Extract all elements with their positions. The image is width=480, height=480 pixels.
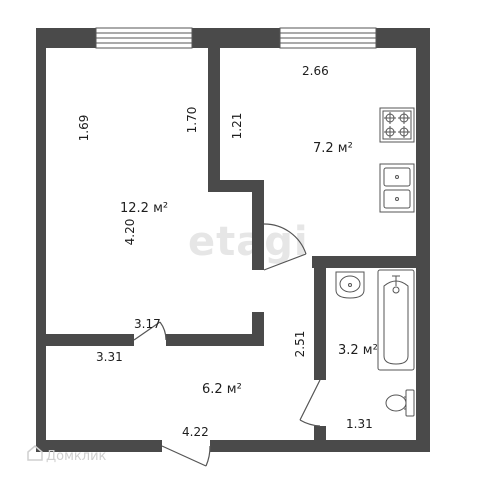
dim-bathroom-bottom: 1.31 <box>346 417 373 431</box>
area-bathroom: 3.2 м² <box>338 343 378 358</box>
dim-hall-bottom: 4.22 <box>182 425 209 439</box>
area-hall: 6.2 м² <box>202 382 242 397</box>
door-living <box>133 321 167 341</box>
toilet-icon <box>385 389 415 417</box>
dim-kitchen-left: 1.21 <box>230 113 244 140</box>
area-kitchen: 7.2 м² <box>313 141 353 156</box>
interior-walls <box>46 48 416 444</box>
dim-living-right: 1.70 <box>185 107 199 134</box>
dim-kitchen-top: 2.66 <box>302 64 329 78</box>
door-bathroom <box>299 379 321 427</box>
watermark-etagi: etagi <box>188 219 309 265</box>
bathtub-icon <box>377 269 415 371</box>
room-labels: 2.66 7.2 м² 1.21 1.69 1.70 12.2 м² 4.20 … <box>77 64 378 439</box>
bathroom-sink-icon <box>335 271 365 299</box>
brand-name: Домклик <box>46 449 107 464</box>
area-living: 12.2 м² <box>120 201 168 216</box>
door-kitchen <box>263 223 307 271</box>
doors <box>133 223 321 467</box>
windows <box>95 27 377 49</box>
house-icon <box>27 445 43 461</box>
brand-logo: Домклик <box>27 445 107 464</box>
dim-living-vertical: 4.20 <box>123 219 137 246</box>
door-entrance <box>161 445 211 467</box>
dim-living-left: 1.69 <box>77 115 91 142</box>
kitchen-sink-icon <box>379 163 415 213</box>
dim-hall-left: 3.31 <box>96 350 123 364</box>
dim-living-door: 3.17 <box>134 317 161 331</box>
outer-walls <box>36 28 430 452</box>
dim-bathroom-left: 2.51 <box>293 331 307 358</box>
stove-icon <box>379 107 415 143</box>
